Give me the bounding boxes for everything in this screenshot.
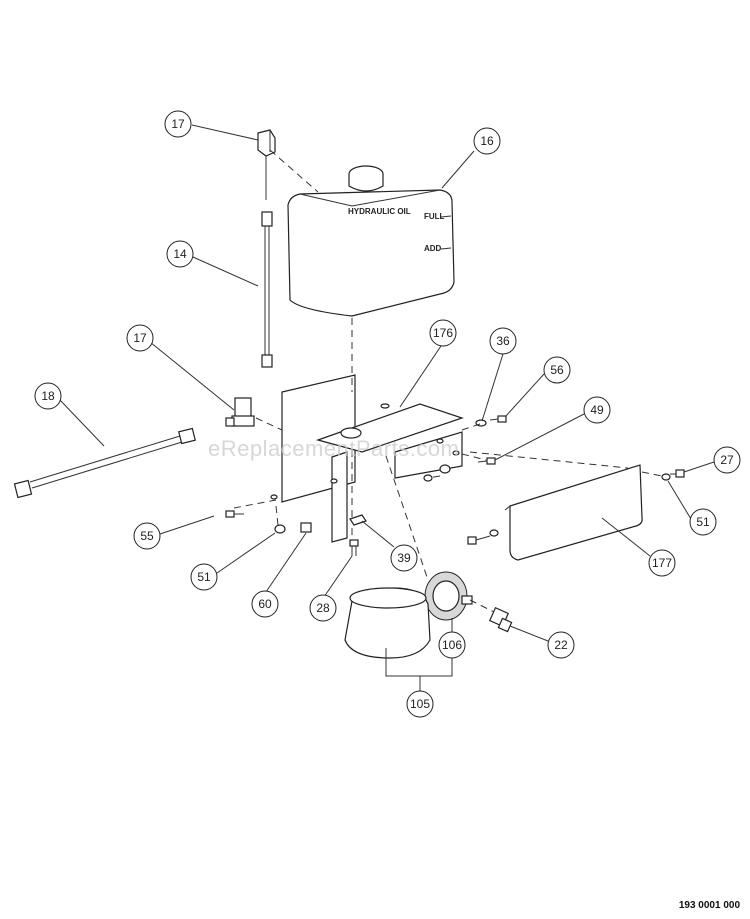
long-tube bbox=[13, 427, 196, 499]
tank-full-label: FULL bbox=[424, 212, 445, 221]
hydraulic-tank: HYDRAULIC OIL FULL ADD bbox=[287, 165, 455, 317]
callout-label: 51 bbox=[696, 515, 710, 529]
callout-circle bbox=[438, 631, 466, 659]
mounting-bracket bbox=[270, 374, 464, 543]
callout-circle bbox=[429, 319, 457, 347]
callout-label: 106 bbox=[442, 638, 462, 652]
callout-label: 49 bbox=[590, 403, 604, 417]
callout-circle bbox=[489, 327, 517, 355]
drawing-number: 193 0001 000 bbox=[678, 900, 740, 911]
callout-49: 49 bbox=[583, 396, 611, 424]
callout-label: 22 bbox=[554, 638, 568, 652]
assembly-lines bbox=[233, 149, 663, 613]
callout-circle bbox=[309, 594, 337, 622]
callout-177: 177 bbox=[648, 549, 676, 577]
callout-56: 56 bbox=[543, 356, 571, 384]
callout-circle bbox=[583, 396, 611, 424]
callout-label: 56 bbox=[550, 363, 564, 377]
callout-circle bbox=[251, 590, 279, 618]
filter-cartridge bbox=[344, 587, 431, 659]
hardware bbox=[225, 415, 685, 556]
callout-39: 39 bbox=[390, 544, 418, 572]
tank-brand-label: HYDRAULIC OIL bbox=[348, 207, 411, 216]
callout-105: 105 bbox=[406, 690, 434, 718]
callout-label: 105 bbox=[410, 697, 430, 711]
callout-17: 17 bbox=[126, 324, 154, 352]
callout-51: 51 bbox=[190, 563, 218, 591]
callout-18: 18 bbox=[34, 382, 62, 410]
hydraulic-tube bbox=[261, 211, 273, 368]
filter-head bbox=[424, 571, 473, 621]
callout-28: 28 bbox=[309, 594, 337, 622]
callout-label: 28 bbox=[316, 601, 330, 615]
callout-circle bbox=[126, 324, 154, 352]
callout-17: 17 bbox=[164, 110, 192, 138]
callout-14: 14 bbox=[166, 240, 194, 268]
callout-51: 51 bbox=[689, 508, 717, 536]
callout-label: 60 bbox=[258, 597, 272, 611]
callout-label: 51 bbox=[197, 570, 211, 584]
callout-circle bbox=[473, 127, 501, 155]
callout-circle bbox=[164, 110, 192, 138]
callout-circle bbox=[390, 544, 418, 572]
callout-label: 14 bbox=[173, 247, 187, 261]
shield bbox=[504, 464, 643, 561]
callout-label: 39 bbox=[397, 551, 411, 565]
leader-lines bbox=[57, 124, 715, 691]
callout-circle bbox=[648, 549, 676, 577]
callout-label: 177 bbox=[652, 556, 672, 570]
tank-fitting bbox=[257, 129, 276, 200]
callout-106: 106 bbox=[438, 631, 466, 659]
callout-16: 16 bbox=[473, 127, 501, 155]
callout-circle bbox=[133, 522, 161, 550]
callout-176: 176 bbox=[429, 319, 457, 347]
callout-circle bbox=[406, 690, 434, 718]
watermark: eReplacementParts.com bbox=[208, 436, 459, 461]
tank-add-label: ADD bbox=[424, 244, 442, 253]
callout-circle bbox=[166, 240, 194, 268]
callout-label: 27 bbox=[720, 453, 734, 467]
callout-circle bbox=[543, 356, 571, 384]
callout-circle bbox=[34, 382, 62, 410]
callout-label: 55 bbox=[140, 529, 154, 543]
callout-label: 16 bbox=[480, 134, 494, 148]
filter-fitting bbox=[488, 606, 513, 633]
callout-label: 18 bbox=[41, 389, 55, 403]
callout-22: 22 bbox=[547, 631, 575, 659]
callout-circle bbox=[713, 446, 741, 474]
callout-circle bbox=[689, 508, 717, 536]
callout-36: 36 bbox=[489, 327, 517, 355]
callout-circle bbox=[190, 563, 218, 591]
elbow-fitting bbox=[225, 397, 255, 427]
callout-label: 36 bbox=[496, 334, 510, 348]
callout-label: 17 bbox=[133, 331, 147, 345]
callout-27: 27 bbox=[713, 446, 741, 474]
callout-circle bbox=[547, 631, 575, 659]
callouts: 17 16 14 17 176 36 56 18 49 27 55 51 51 39 177 60 28 22 10… bbox=[34, 110, 741, 718]
callout-60: 60 bbox=[251, 590, 279, 618]
callout-55: 55 bbox=[133, 522, 161, 550]
callout-label: 176 bbox=[433, 326, 453, 340]
callout-label: 17 bbox=[171, 117, 185, 131]
